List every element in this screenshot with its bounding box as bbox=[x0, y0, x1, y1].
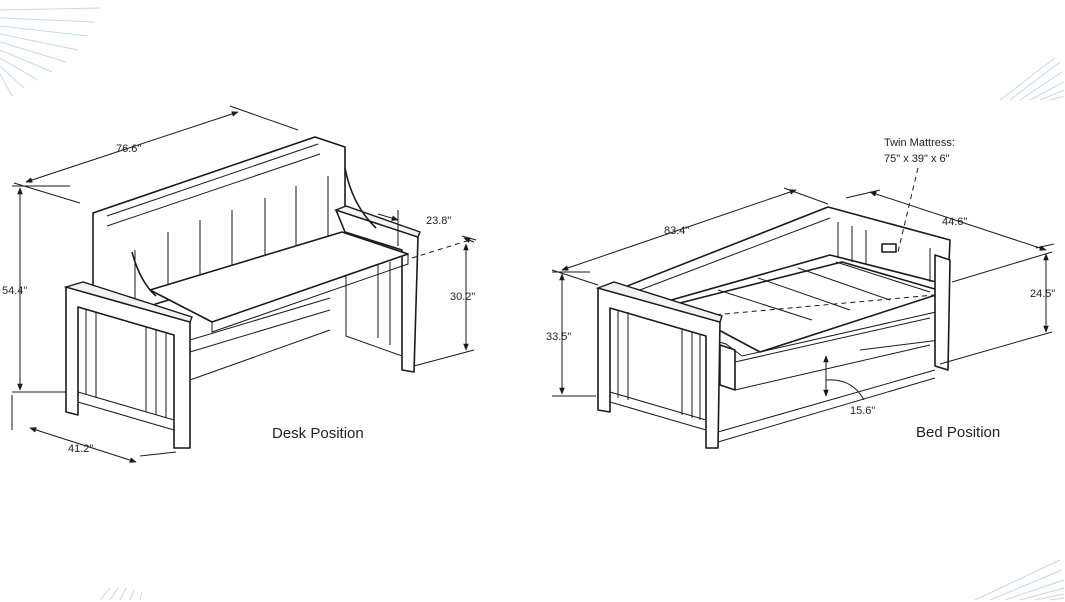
corner-decoration-top-right bbox=[999, 57, 1065, 101]
desk-top-depth-dimension: 23.8" bbox=[426, 215, 451, 227]
bed-position-drawing bbox=[551, 167, 1055, 449]
bed-width-dimension: 44.6" bbox=[942, 216, 967, 228]
desk-left-side bbox=[65, 286, 191, 449]
bed-height-dimension: 33.5" bbox=[546, 331, 571, 343]
mattress-size: 75" x 39" x 6" bbox=[884, 153, 950, 165]
desk-top-height-dimension: 30.2" bbox=[450, 291, 475, 303]
bed-length-dimension: 83.4" bbox=[664, 225, 689, 237]
bed-front-end bbox=[597, 287, 721, 449]
bed-position-caption: Bed Position bbox=[916, 424, 1000, 441]
mattress-label: Twin Mattress: bbox=[884, 137, 955, 149]
desk-position-drawing bbox=[11, 105, 477, 463]
desk-length-dimension: 76.6" bbox=[116, 143, 141, 155]
corner-decoration-bottom-right bbox=[974, 559, 1065, 601]
bed-clearance-dimension: 15.6" bbox=[850, 405, 875, 417]
desk-height-dimension: 54.4" bbox=[2, 285, 27, 297]
desk-depth-dimension: 41.2" bbox=[68, 443, 93, 455]
bed-rail-height-dimension: 24.5" bbox=[1030, 288, 1055, 300]
corner-decoration-bottom-left bbox=[99, 587, 143, 601]
corner-decoration-top-left bbox=[0, 7, 101, 97]
desk-position-caption: Desk Position bbox=[272, 425, 364, 442]
